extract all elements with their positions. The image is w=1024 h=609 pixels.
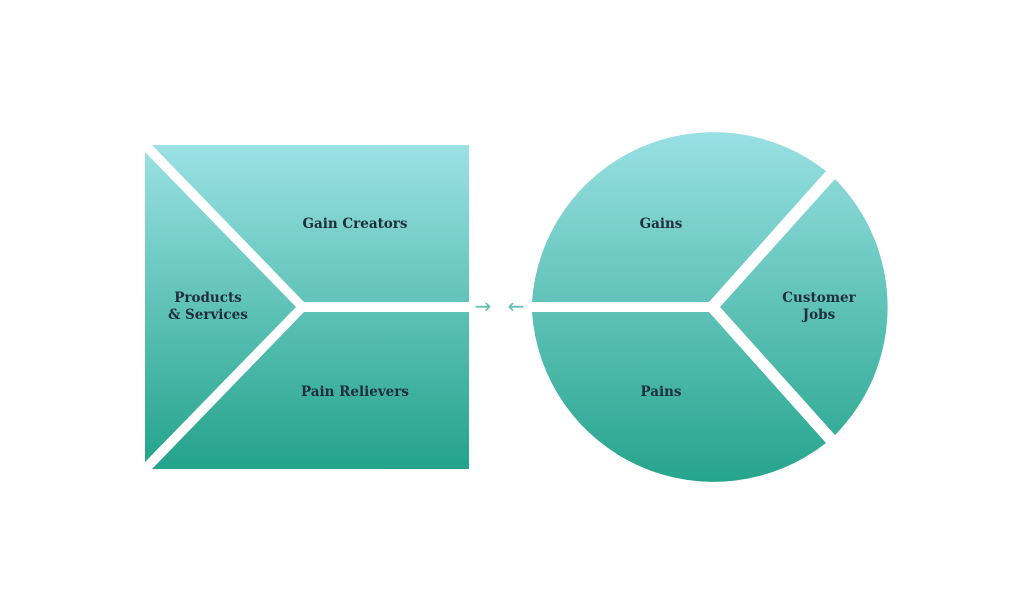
gain-creators-label: Gain Creators [302,216,407,232]
fit-arrows: → ← [475,294,525,318]
pains-segment [532,312,826,482]
customer-jobs-segment [720,179,888,435]
gains-segment [532,132,826,302]
value-map: Gain Creators Products & Services Pain R… [145,145,469,469]
gains-label: Gains [640,216,683,232]
customer-jobs-label-line2: Jobs [802,307,836,323]
products-services-label-line1: Products [174,290,242,306]
gain-creators-segment [152,145,469,302]
right-arrow-icon: → [475,294,492,318]
left-arrow-icon: ← [508,294,525,318]
pains-label: Pains [640,384,681,400]
products-services-segment [145,152,296,462]
pain-relievers-label: Pain Relievers [301,384,409,400]
pain-relievers-segment [152,312,469,469]
customer-jobs-label-line1: Customer [782,290,856,306]
customer-profile: Gains Customer Jobs Pains [532,132,888,482]
products-services-label-line2: & Services [168,307,248,323]
